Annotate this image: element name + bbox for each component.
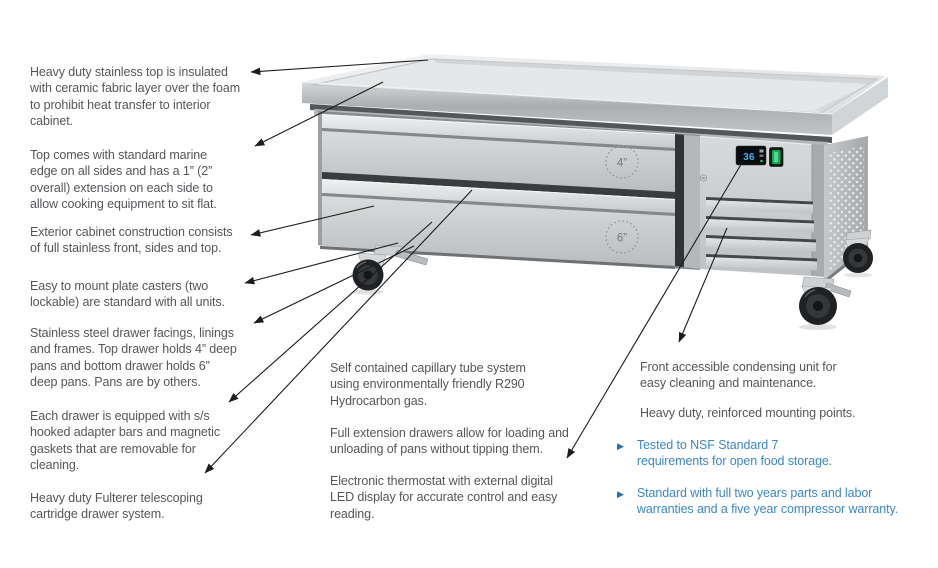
arrow-condensing-unit xyxy=(678,227,728,343)
drawer-gap xyxy=(322,172,675,199)
drawer-top-size-label: 4” xyxy=(617,158,627,170)
door-lock xyxy=(699,174,708,182)
cabinet-bottom-edge xyxy=(320,246,675,269)
caster-left xyxy=(352,244,429,295)
caster-rear-right xyxy=(843,229,873,278)
bullet-warranty-text: Standard with full two years parts and l… xyxy=(636,486,899,517)
callout-marine-edge: Top comes with standard marine edge on a… xyxy=(30,148,217,212)
callout-thermostat: Electronic thermostat with external digi… xyxy=(330,474,558,521)
arrow-casters xyxy=(244,242,399,285)
temperature-display: 36 xyxy=(735,145,767,166)
arrow-drawer-facings xyxy=(253,245,415,324)
callout-adapter-bars: Each drawer is equipped with s/s hooked … xyxy=(30,409,220,473)
callout-cabinet-construction: Exterior cabinet construction consists o… xyxy=(30,225,233,256)
callout-mounting-points: Heavy duty, reinforced mounting points. xyxy=(640,406,856,420)
arrow-adapter-bars xyxy=(228,221,433,403)
callout-top-insulation: Heavy duty stainless top is insulated wi… xyxy=(30,65,241,129)
drawer-top xyxy=(321,114,676,192)
temperature-value: 36 xyxy=(743,152,755,163)
callout-drawer-facings: Stainless steel drawer facings, linings … xyxy=(30,326,237,390)
callout-full-extension: Full extension drawers allow for loading… xyxy=(330,426,569,457)
drawer-top-size-badge: 4” xyxy=(605,145,639,179)
condensing-unit-section: 36 xyxy=(675,134,868,284)
stainless-top xyxy=(301,54,888,135)
bullet-nsf-standard: ▶ Tested to NSF Standard 7 requirements … xyxy=(617,437,927,470)
bullet-triangle-icon: ▶ xyxy=(617,489,624,499)
caster-front-right xyxy=(799,276,852,330)
callout-refrigeration-system: Self contained capillary tube system usi… xyxy=(330,361,526,408)
arrow-marine-edge xyxy=(254,81,384,147)
callout-casters: Easy to mount plate casters (two lockabl… xyxy=(30,279,225,310)
cabinet: 4” 6” xyxy=(318,111,700,270)
callout-condensing-unit: Front accessible condensing unit for eas… xyxy=(640,360,837,391)
drawer-bottom xyxy=(321,179,676,266)
drawer-bottom-size-badge: 6” xyxy=(605,220,639,254)
arrow-cabinet-exterior xyxy=(250,205,375,237)
arrow-top-insulation xyxy=(250,59,429,76)
annotation-arrows xyxy=(204,59,744,474)
bullet-warranty: ▶ Standard with full two years parts and… xyxy=(617,485,927,518)
louver-vents xyxy=(706,197,817,271)
callout-drawer-system: Heavy duty Fulterer telescoping cartridg… xyxy=(30,491,203,522)
drawer-bottom-size-label: 6” xyxy=(617,233,627,245)
bullet-nsf-text: Tested to NSF Standard 7 requirements fo… xyxy=(636,438,833,469)
bullet-triangle-icon: ▶ xyxy=(617,441,624,451)
slab-underside-shadow xyxy=(310,104,832,143)
arrow-thermostat xyxy=(566,160,744,459)
arrow-drawer-system xyxy=(204,189,473,474)
power-switch xyxy=(769,147,784,167)
